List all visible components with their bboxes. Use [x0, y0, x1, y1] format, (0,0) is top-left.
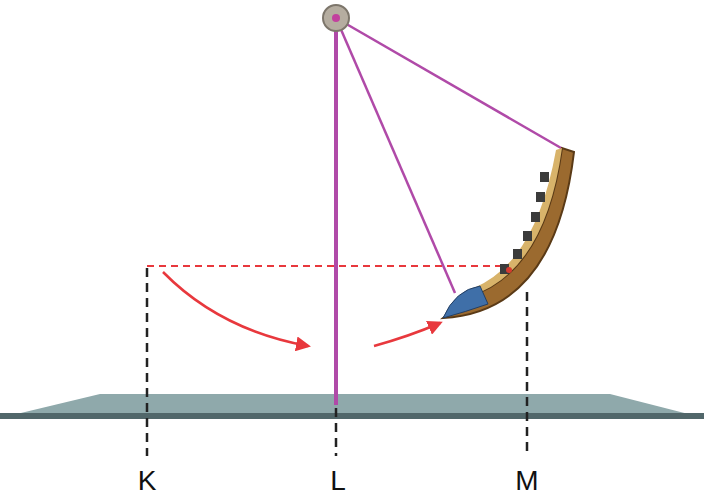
arm [336, 18, 568, 152]
ground-edge [0, 413, 704, 419]
point-label: M [515, 467, 538, 495]
pivot [323, 5, 349, 31]
dashed-line [335, 408, 338, 456]
ground-plane [0, 394, 704, 418]
pole [334, 18, 338, 405]
arm [336, 18, 455, 293]
point-label: L [330, 467, 346, 495]
pivot-center [332, 14, 340, 22]
motion-arrow [163, 272, 308, 346]
dashed-line [526, 292, 529, 456]
motion-arrow [374, 323, 440, 346]
ship [443, 148, 574, 318]
dashed-line [146, 268, 149, 456]
point-label: K [138, 467, 157, 495]
